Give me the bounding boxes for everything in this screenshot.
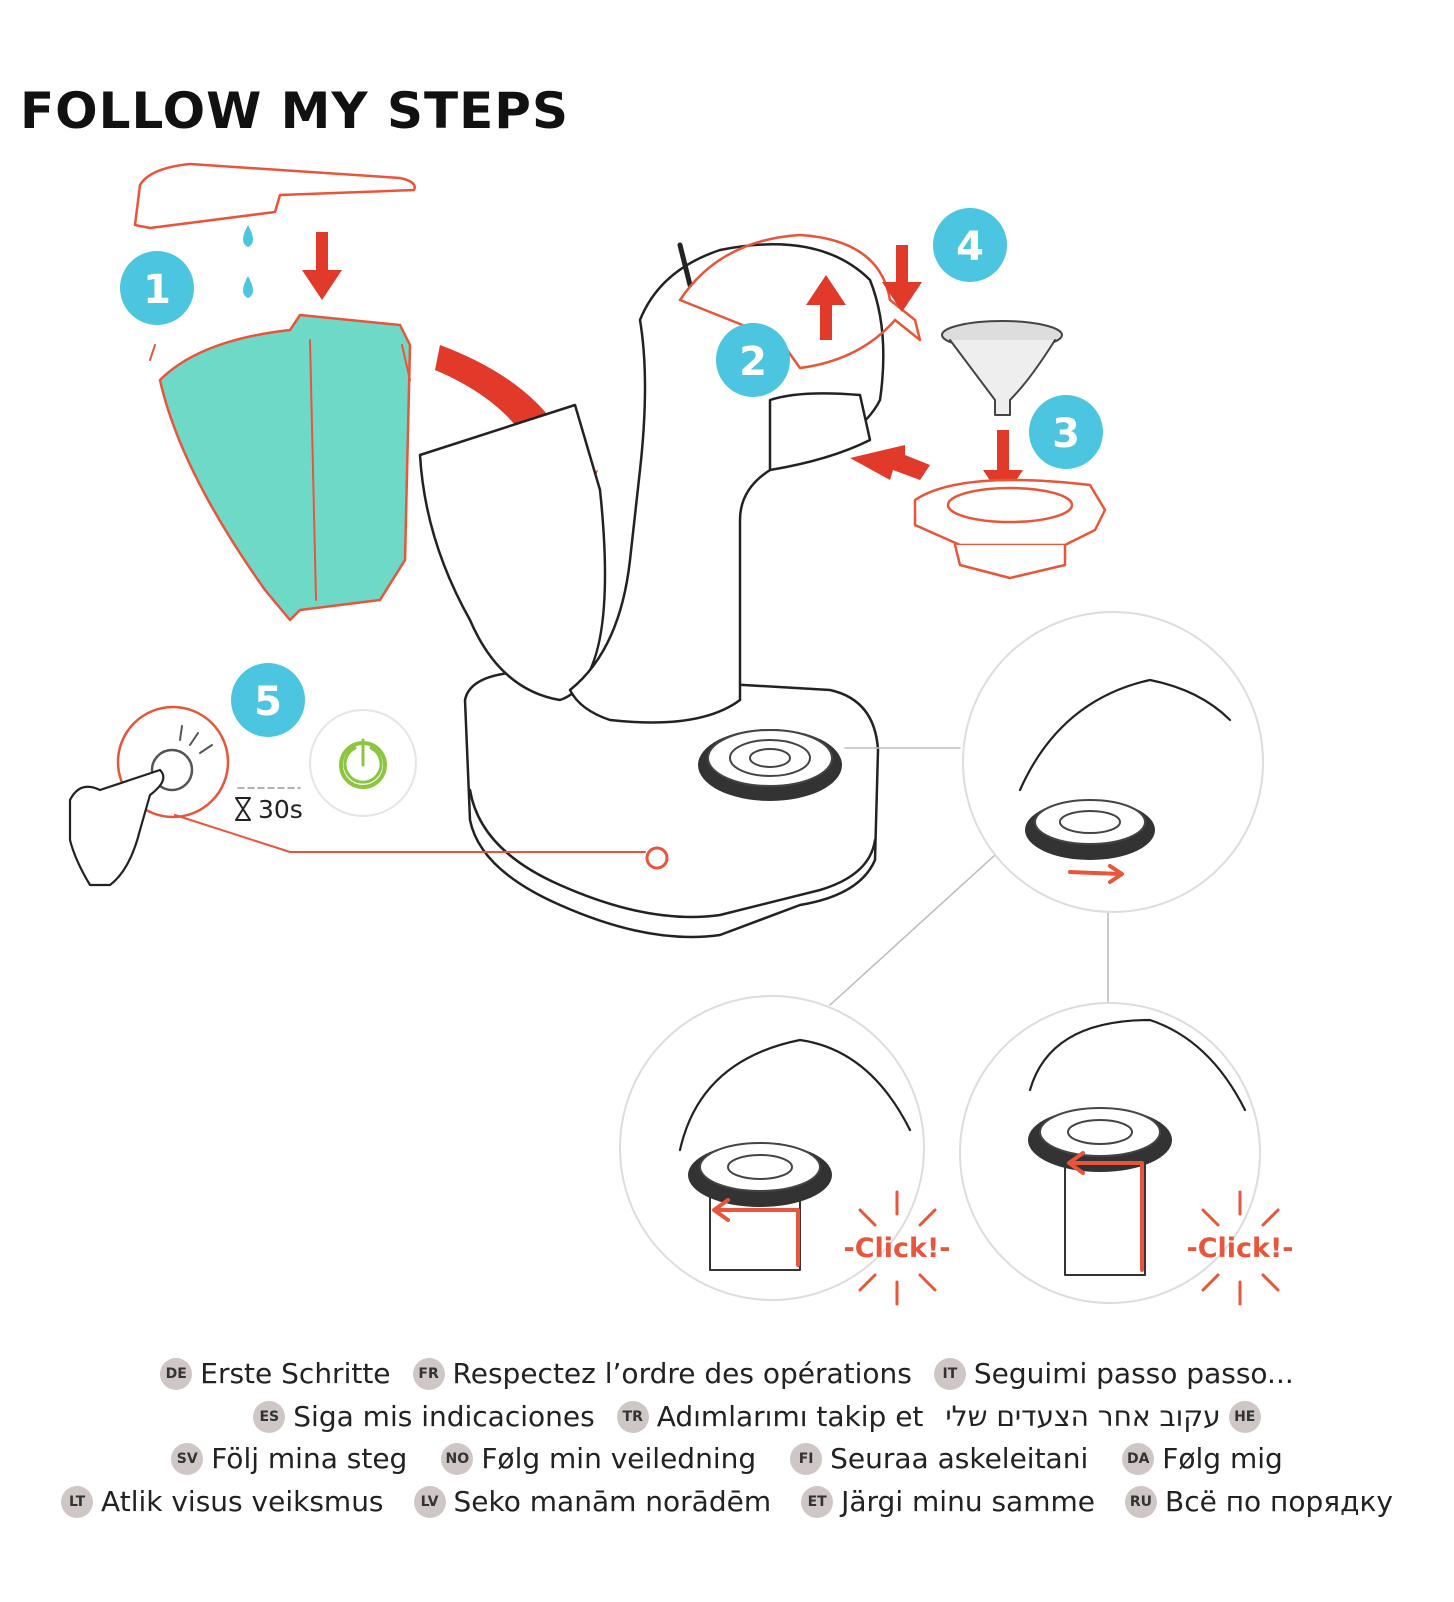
arrow-down-icon	[302, 232, 342, 300]
instruction-illustration: 30s -Click!- -Click!-	[68, 162, 1294, 1306]
lang-text: Всё по порядку	[1164, 1485, 1393, 1518]
timer-label: 30s	[258, 795, 303, 824]
lang-text: Atlik visus veiksmus	[101, 1485, 384, 1518]
inset-click-right	[959, 1002, 1261, 1304]
hourglass-icon	[235, 797, 251, 821]
arrow-down-icon	[882, 245, 922, 312]
power-button-icon	[645, 846, 669, 870]
lang-code: DA	[1122, 1442, 1155, 1475]
lang-code: NO	[441, 1442, 474, 1475]
coffee-machine	[418, 242, 885, 939]
lang-code: FR	[412, 1357, 445, 1390]
step-badge-4: 4	[956, 224, 984, 270]
lang-text: Siga mis indicaciones	[293, 1400, 595, 1433]
lang-code: TR	[616, 1400, 649, 1433]
lang-code: SV	[171, 1442, 204, 1475]
inset-click-left	[619, 995, 925, 1301]
lang-code: RU	[1124, 1485, 1157, 1518]
lang-code: LT	[61, 1485, 94, 1518]
lang-code: DE	[160, 1357, 193, 1390]
arrow-up-icon	[806, 275, 846, 340]
lang-code: IT	[933, 1357, 966, 1390]
lang-code: FI	[790, 1442, 823, 1475]
capsule-holder-slot	[698, 729, 842, 801]
power-press-illustration: 30s	[68, 705, 646, 887]
lang-text: עקוב אחר הצעדים שלי	[945, 1400, 1221, 1433]
lang-text: Erste Schritte	[200, 1357, 391, 1390]
tank-lid	[133, 162, 416, 230]
lang-code: ES	[253, 1400, 286, 1433]
lang-text: Följ mina steg	[211, 1442, 408, 1475]
step-badge-1: 1	[143, 267, 171, 313]
lang-code: LV	[413, 1485, 446, 1518]
lang-text: Følg mig	[1162, 1442, 1283, 1475]
lang-text: Følg min veiledning	[481, 1442, 757, 1475]
step-badge-5: 5	[254, 679, 282, 725]
step-badge-2: 2	[739, 339, 767, 385]
capsule-holder	[913, 478, 1107, 580]
lang-text: Seko manām norādēm	[453, 1485, 772, 1518]
power-icon	[343, 738, 383, 784]
capsule	[941, 320, 1063, 416]
lang-code: HE	[1228, 1400, 1261, 1433]
click-label: -Click!-	[1186, 1233, 1293, 1264]
lang-text: Seguimi passo passo...	[973, 1357, 1294, 1390]
click-label: -Click!-	[843, 1233, 950, 1264]
water-tank	[149, 313, 412, 622]
lang-text: Järgi minu samme	[841, 1485, 1095, 1518]
lang-text: Respectez l’ordre des opérations	[452, 1357, 912, 1390]
lang-text: Seuraa askeleitani	[830, 1442, 1089, 1475]
arrow-left-icon	[850, 445, 930, 480]
lang-code: ET	[801, 1485, 834, 1518]
page-title: FOLLOW MY STEPS	[20, 82, 569, 140]
step-badge-3: 3	[1052, 411, 1080, 457]
inset-turn	[962, 611, 1264, 913]
lang-text: Adımlarımı takip et	[656, 1400, 924, 1433]
